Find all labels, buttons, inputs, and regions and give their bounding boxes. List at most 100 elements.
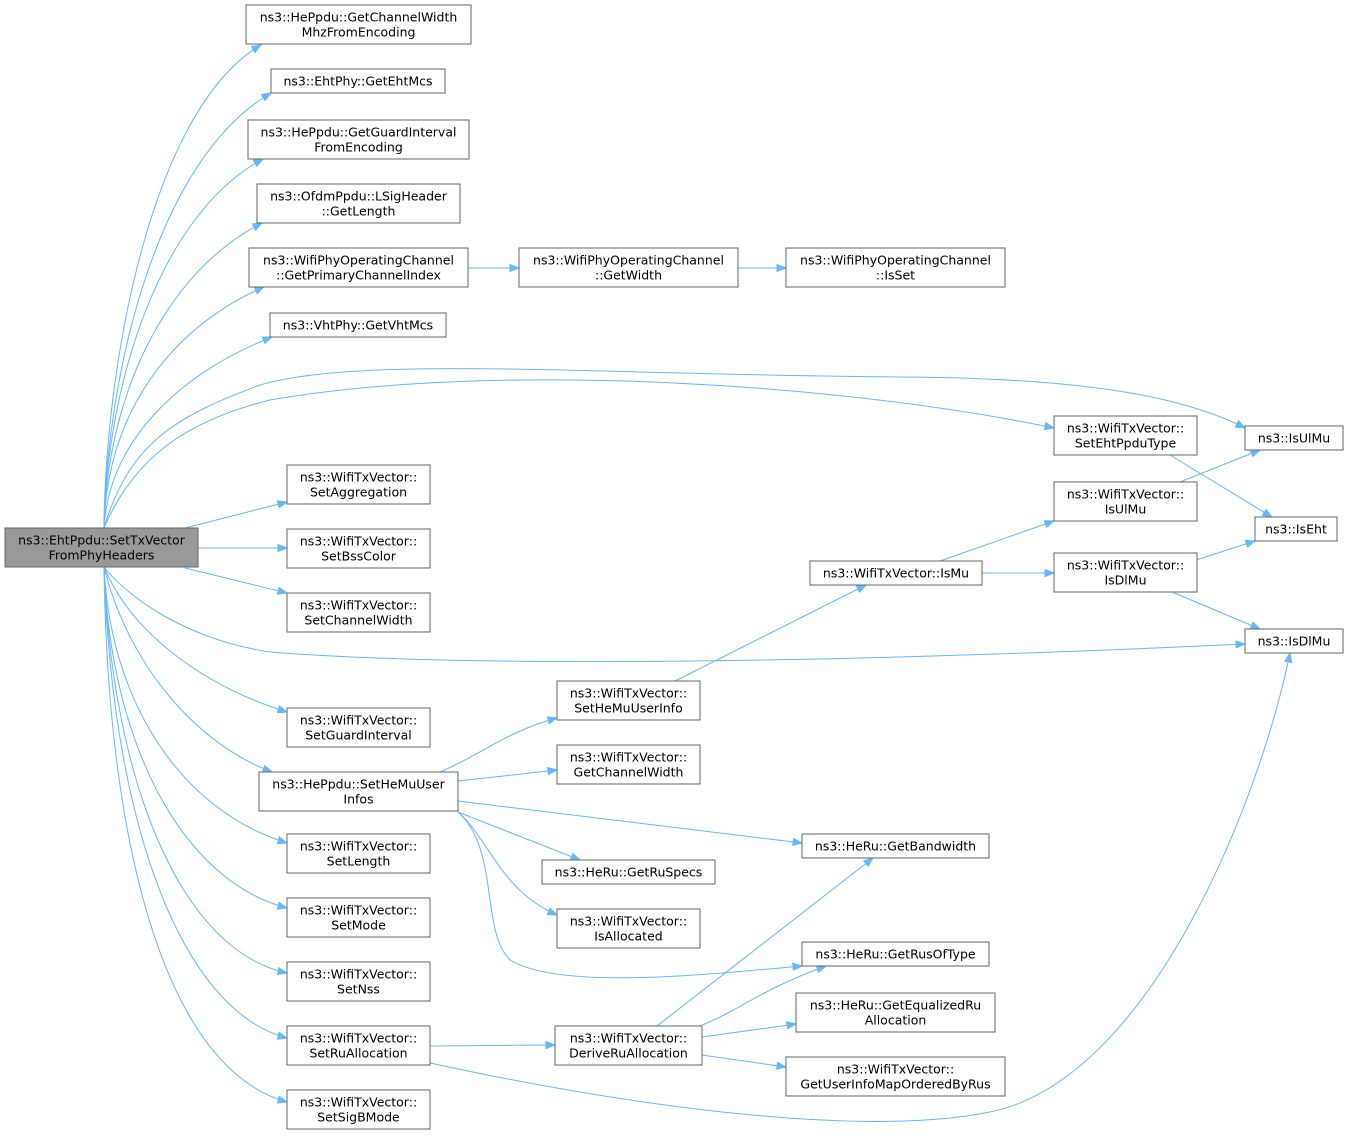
node-n27[interactable]: ns3::WifiTxVector::SetLength <box>286 833 431 874</box>
node-n21[interactable]: ns3::WifiTxVector::IsDlMu <box>1053 552 1198 593</box>
node-box <box>795 992 996 1033</box>
edge-line <box>439 717 558 773</box>
node-label: SetGuardInterval <box>305 728 412 743</box>
node-label: ns3::HePpdu::GetChannelWidth <box>260 10 458 25</box>
arrowhead-icon <box>1235 640 1247 649</box>
arrowhead-icon <box>776 263 788 273</box>
node-n28[interactable]: ns3::WifiTxVector::SetMode <box>286 897 431 938</box>
edge-n5-to-n6 <box>468 263 521 273</box>
node-box <box>248 247 469 288</box>
edge-line <box>429 1044 556 1047</box>
node-n25[interactable]: ns3::WifiTxVector::IsAllocated <box>556 908 701 949</box>
edge-root-to-n10 <box>103 379 1056 529</box>
node-label: SetEhtPpduType <box>1075 436 1177 451</box>
node-box <box>556 680 701 721</box>
edge-n10-to-n11 <box>1169 454 1274 518</box>
node-n31[interactable]: ns3::WifiTxVector::DeriveRuAllocation <box>554 1025 703 1066</box>
arrowhead-icon <box>545 1040 557 1050</box>
node-n19[interactable]: ns3::WifiTxVector::IsMu <box>809 560 983 586</box>
edge-line <box>457 800 803 844</box>
node-n30[interactable]: ns3::WifiTxVector::SetRuAllocation <box>286 1025 431 1066</box>
node-n12[interactable]: ns3::WifiTxVector::SetAggregation <box>286 464 431 505</box>
node-n33[interactable]: ns3::WifiTxVector::GetUserInfoMapOrdered… <box>785 1056 1006 1097</box>
node-label: ns3::WifiTxVector:: <box>570 750 687 765</box>
arrowhead-icon <box>250 44 263 54</box>
node-n16[interactable]: ns3::WifiTxVector::SetGuardInterval <box>286 707 431 748</box>
node-label: ns3::HePpdu::GetGuardInterval <box>261 125 457 140</box>
edge-n6-to-n7 <box>738 263 788 273</box>
edge-line <box>699 965 827 1027</box>
node-n13[interactable]: ns3::WifiTxVector::SetBssColor <box>286 528 431 569</box>
node-n18[interactable]: ns3::WifiTxVector::SetHeMuUserInfo <box>556 680 701 721</box>
edge-n31-to-n33 <box>701 1054 788 1070</box>
edge-line <box>457 769 558 782</box>
arrowhead-icon <box>276 705 289 714</box>
node-n9[interactable]: ns3::IsUlMu <box>1244 425 1344 451</box>
arrowhead-icon <box>276 966 289 976</box>
arrowhead-icon <box>1244 539 1257 548</box>
edge-line <box>103 336 273 529</box>
node-box <box>286 1089 431 1130</box>
node-n23[interactable]: ns3::HeRu::GetBandwidth <box>801 833 990 859</box>
node-n5[interactable]: ns3::WifiPhyOperatingChannel::GetPrimary… <box>248 247 469 288</box>
edge-line <box>103 566 273 773</box>
edge-root-to-n30 <box>103 566 289 1040</box>
edge-line <box>103 566 1246 663</box>
node-n20[interactable]: ns3::WifiTxVector::IsUlMu <box>1053 481 1198 522</box>
node-label: ns3::WifiTxVector:: <box>300 1031 417 1046</box>
node-box <box>286 707 431 748</box>
node-label: SetChannelWidth <box>304 613 412 628</box>
node-box <box>286 528 431 569</box>
edge-n17-to-n24 <box>457 811 582 861</box>
node-n26[interactable]: ns3::HeRu::GetRusOfType <box>801 941 990 967</box>
node-n15[interactable]: ns3::IsDlMu <box>1244 628 1344 654</box>
arrowhead-icon <box>786 1021 798 1030</box>
node-n34[interactable]: ns3::WifiTxVector::SetSigBMode <box>286 1089 431 1130</box>
node-n4[interactable]: ns3::OfdmPpdu::LSigHeader::GetLength <box>256 183 461 224</box>
node-n2[interactable]: ns3::EhtPhy::GetEhtMcs <box>270 68 446 94</box>
node-label: ns3::WifiTxVector::IsMu <box>823 566 969 581</box>
edge-line <box>103 368 1246 529</box>
arrowhead-icon <box>276 586 289 595</box>
node-n3[interactable]: ns3::HePpdu::GetGuardIntervalFromEncodin… <box>247 119 470 160</box>
node-label: SetNss <box>337 982 380 997</box>
arrowhead-icon <box>855 584 868 594</box>
edge-line <box>656 857 874 1027</box>
node-box <box>286 833 431 874</box>
node-n24[interactable]: ns3::HeRu::GetRuSpecs <box>541 859 716 885</box>
node-n1[interactable]: ns3::HePpdu::GetChannelWidthMhzFromEncod… <box>245 4 472 45</box>
node-n6[interactable]: ns3::WifiPhyOperatingChannel::GetWidth <box>518 247 739 288</box>
node-label: ns3::WifiTxVector:: <box>570 914 687 929</box>
arrowhead-icon <box>792 962 804 972</box>
node-label: ns3::WifiTxVector:: <box>300 839 417 854</box>
node-label: SetSigBMode <box>317 1110 400 1125</box>
node-n29[interactable]: ns3::WifiTxVector::SetNss <box>286 961 431 1002</box>
node-n7[interactable]: ns3::WifiPhyOperatingChannel::IsSet <box>785 247 1006 288</box>
node-label: ::GetPrimaryChannelIndex <box>276 268 441 283</box>
node-n8[interactable]: ns3::VhtPhy::GetVhtMcs <box>269 312 447 338</box>
node-n22[interactable]: ns3::WifiTxVector::GetChannelWidth <box>556 744 701 785</box>
node-n14[interactable]: ns3::WifiTxVector::SetChannelWidth <box>286 592 431 633</box>
node-label: ::GetWidth <box>595 268 662 283</box>
node-label: Allocation <box>865 1013 927 1028</box>
edge-root-to-n5 <box>103 286 266 529</box>
edge-root-to-n16 <box>103 566 289 714</box>
node-label: SetMode <box>331 918 386 933</box>
edge-line <box>103 92 272 529</box>
node-n11[interactable]: ns3::IsEht <box>1254 516 1338 542</box>
node-label: SetBssColor <box>321 549 397 564</box>
node-label: SetHeMuUserInfo <box>574 701 682 716</box>
node-box <box>1244 628 1344 654</box>
edge-n18-to-n19 <box>674 584 868 682</box>
edge-line <box>674 584 867 682</box>
node-label: SetLength <box>327 854 391 869</box>
edge-n21-to-n11 <box>1195 539 1257 561</box>
edge-n17-to-n25 <box>457 811 559 916</box>
node-box <box>809 560 983 586</box>
arrowhead-icon <box>252 158 265 168</box>
node-n10[interactable]: ns3::WifiTxVector::SetEhtPpduType <box>1053 415 1198 456</box>
